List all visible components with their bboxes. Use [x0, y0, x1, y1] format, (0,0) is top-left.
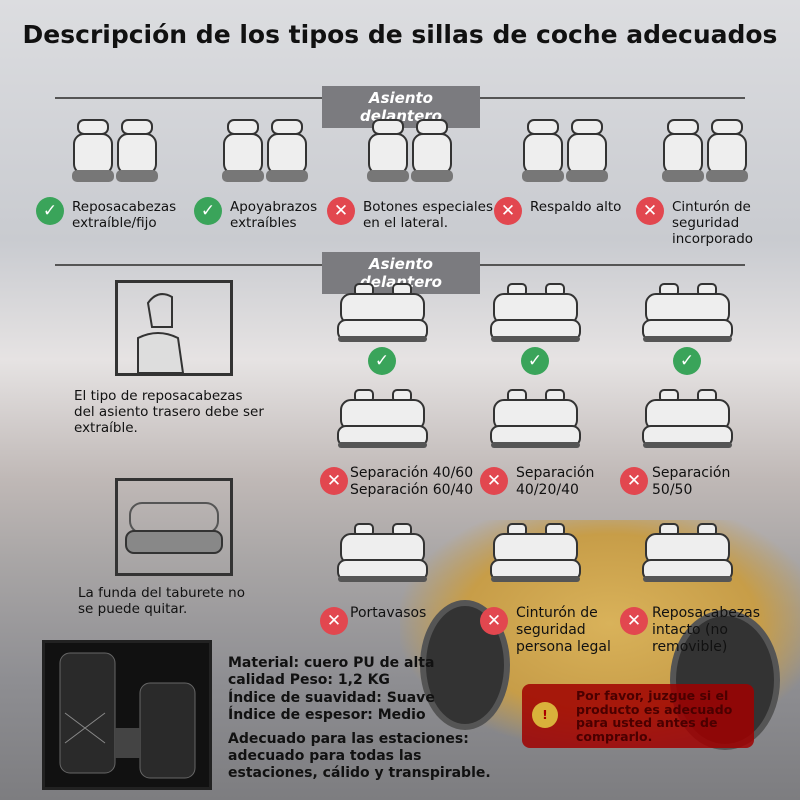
bench-cover-illustration — [115, 478, 233, 576]
front-seat-feature: Apoyabrazos extraíbles — [230, 199, 318, 231]
front-seat-image — [520, 118, 610, 192]
spec-softness: Índice de suavidad: Suave — [228, 690, 435, 706]
rear-seat-image — [488, 522, 583, 591]
warning-text: Por favor, juzgue si el producto es adec… — [576, 688, 733, 744]
spec-material: Material: cuero PU de alta calidad Peso:… — [228, 655, 435, 688]
rear-seat-feature: Separación 50/50 — [652, 465, 731, 498]
rear-seat-feature: Cinturón de seguridad persona legal — [516, 605, 611, 655]
front-seat-feature: Reposacabezas extraíble/fijo — [72, 199, 177, 231]
front-seat-feature: Botones especiales en el lateral. — [363, 199, 494, 231]
page-title: Descripción de los tipos de sillas de co… — [22, 20, 778, 49]
rear-seat-image — [640, 282, 735, 351]
rear-seat-image — [335, 282, 430, 351]
bench-cover-note: La funda del taburete no se puede quitar… — [78, 585, 245, 617]
rear-headrest-note: El tipo de reposacabezas del asiento tra… — [74, 388, 264, 436]
headrest-illustration — [115, 280, 233, 376]
front-seat-image — [70, 118, 160, 192]
spec-thickness: Índice de espesor: Medio — [228, 707, 426, 723]
rear-seat-feature: Separación 40/20/40 — [516, 465, 595, 498]
rear-seat-feature: Portavasos — [350, 605, 427, 621]
product-photo — [42, 640, 212, 790]
check-icon: ✓ — [368, 347, 396, 375]
spec-seasons: Adecuado para las estaciones: adecuado p… — [228, 731, 491, 781]
cross-icon: ✕ — [480, 467, 508, 495]
check-icon: ✓ — [36, 197, 64, 225]
warning-icon: ! — [532, 702, 558, 728]
rear-seat-feature: Reposacabezas intacto (no removible) — [652, 605, 761, 655]
cross-icon: ✕ — [620, 467, 648, 495]
cross-icon: ✕ — [620, 607, 648, 635]
front-seat-feature: Cinturón de seguridad incorporado — [672, 199, 754, 247]
front-seat-image — [220, 118, 310, 192]
rear-seat-image — [488, 388, 583, 457]
rear-seat-feature: Separación 40/60 Separación 60/40 — [350, 465, 474, 498]
cross-icon: ✕ — [480, 607, 508, 635]
check-icon: ✓ — [194, 197, 222, 225]
front-seat-feature: Respaldo alto — [530, 199, 622, 215]
front-seat-image — [660, 118, 750, 192]
rear-seat-image — [640, 388, 735, 457]
cross-icon: ✕ — [636, 197, 664, 225]
cross-icon: ✕ — [320, 467, 348, 495]
front-seat-image — [365, 118, 455, 192]
rear-seat-image — [335, 388, 430, 457]
rear-seat-image — [640, 522, 735, 591]
rear-seat-image — [335, 522, 430, 591]
rear-seat-image — [488, 282, 583, 351]
warning-box: ! Por favor, juzgue si el producto es ad… — [522, 684, 754, 748]
check-icon: ✓ — [673, 347, 701, 375]
cross-icon: ✕ — [327, 197, 355, 225]
cross-icon: ✕ — [494, 197, 522, 225]
check-icon: ✓ — [521, 347, 549, 375]
cross-icon: ✕ — [320, 607, 348, 635]
